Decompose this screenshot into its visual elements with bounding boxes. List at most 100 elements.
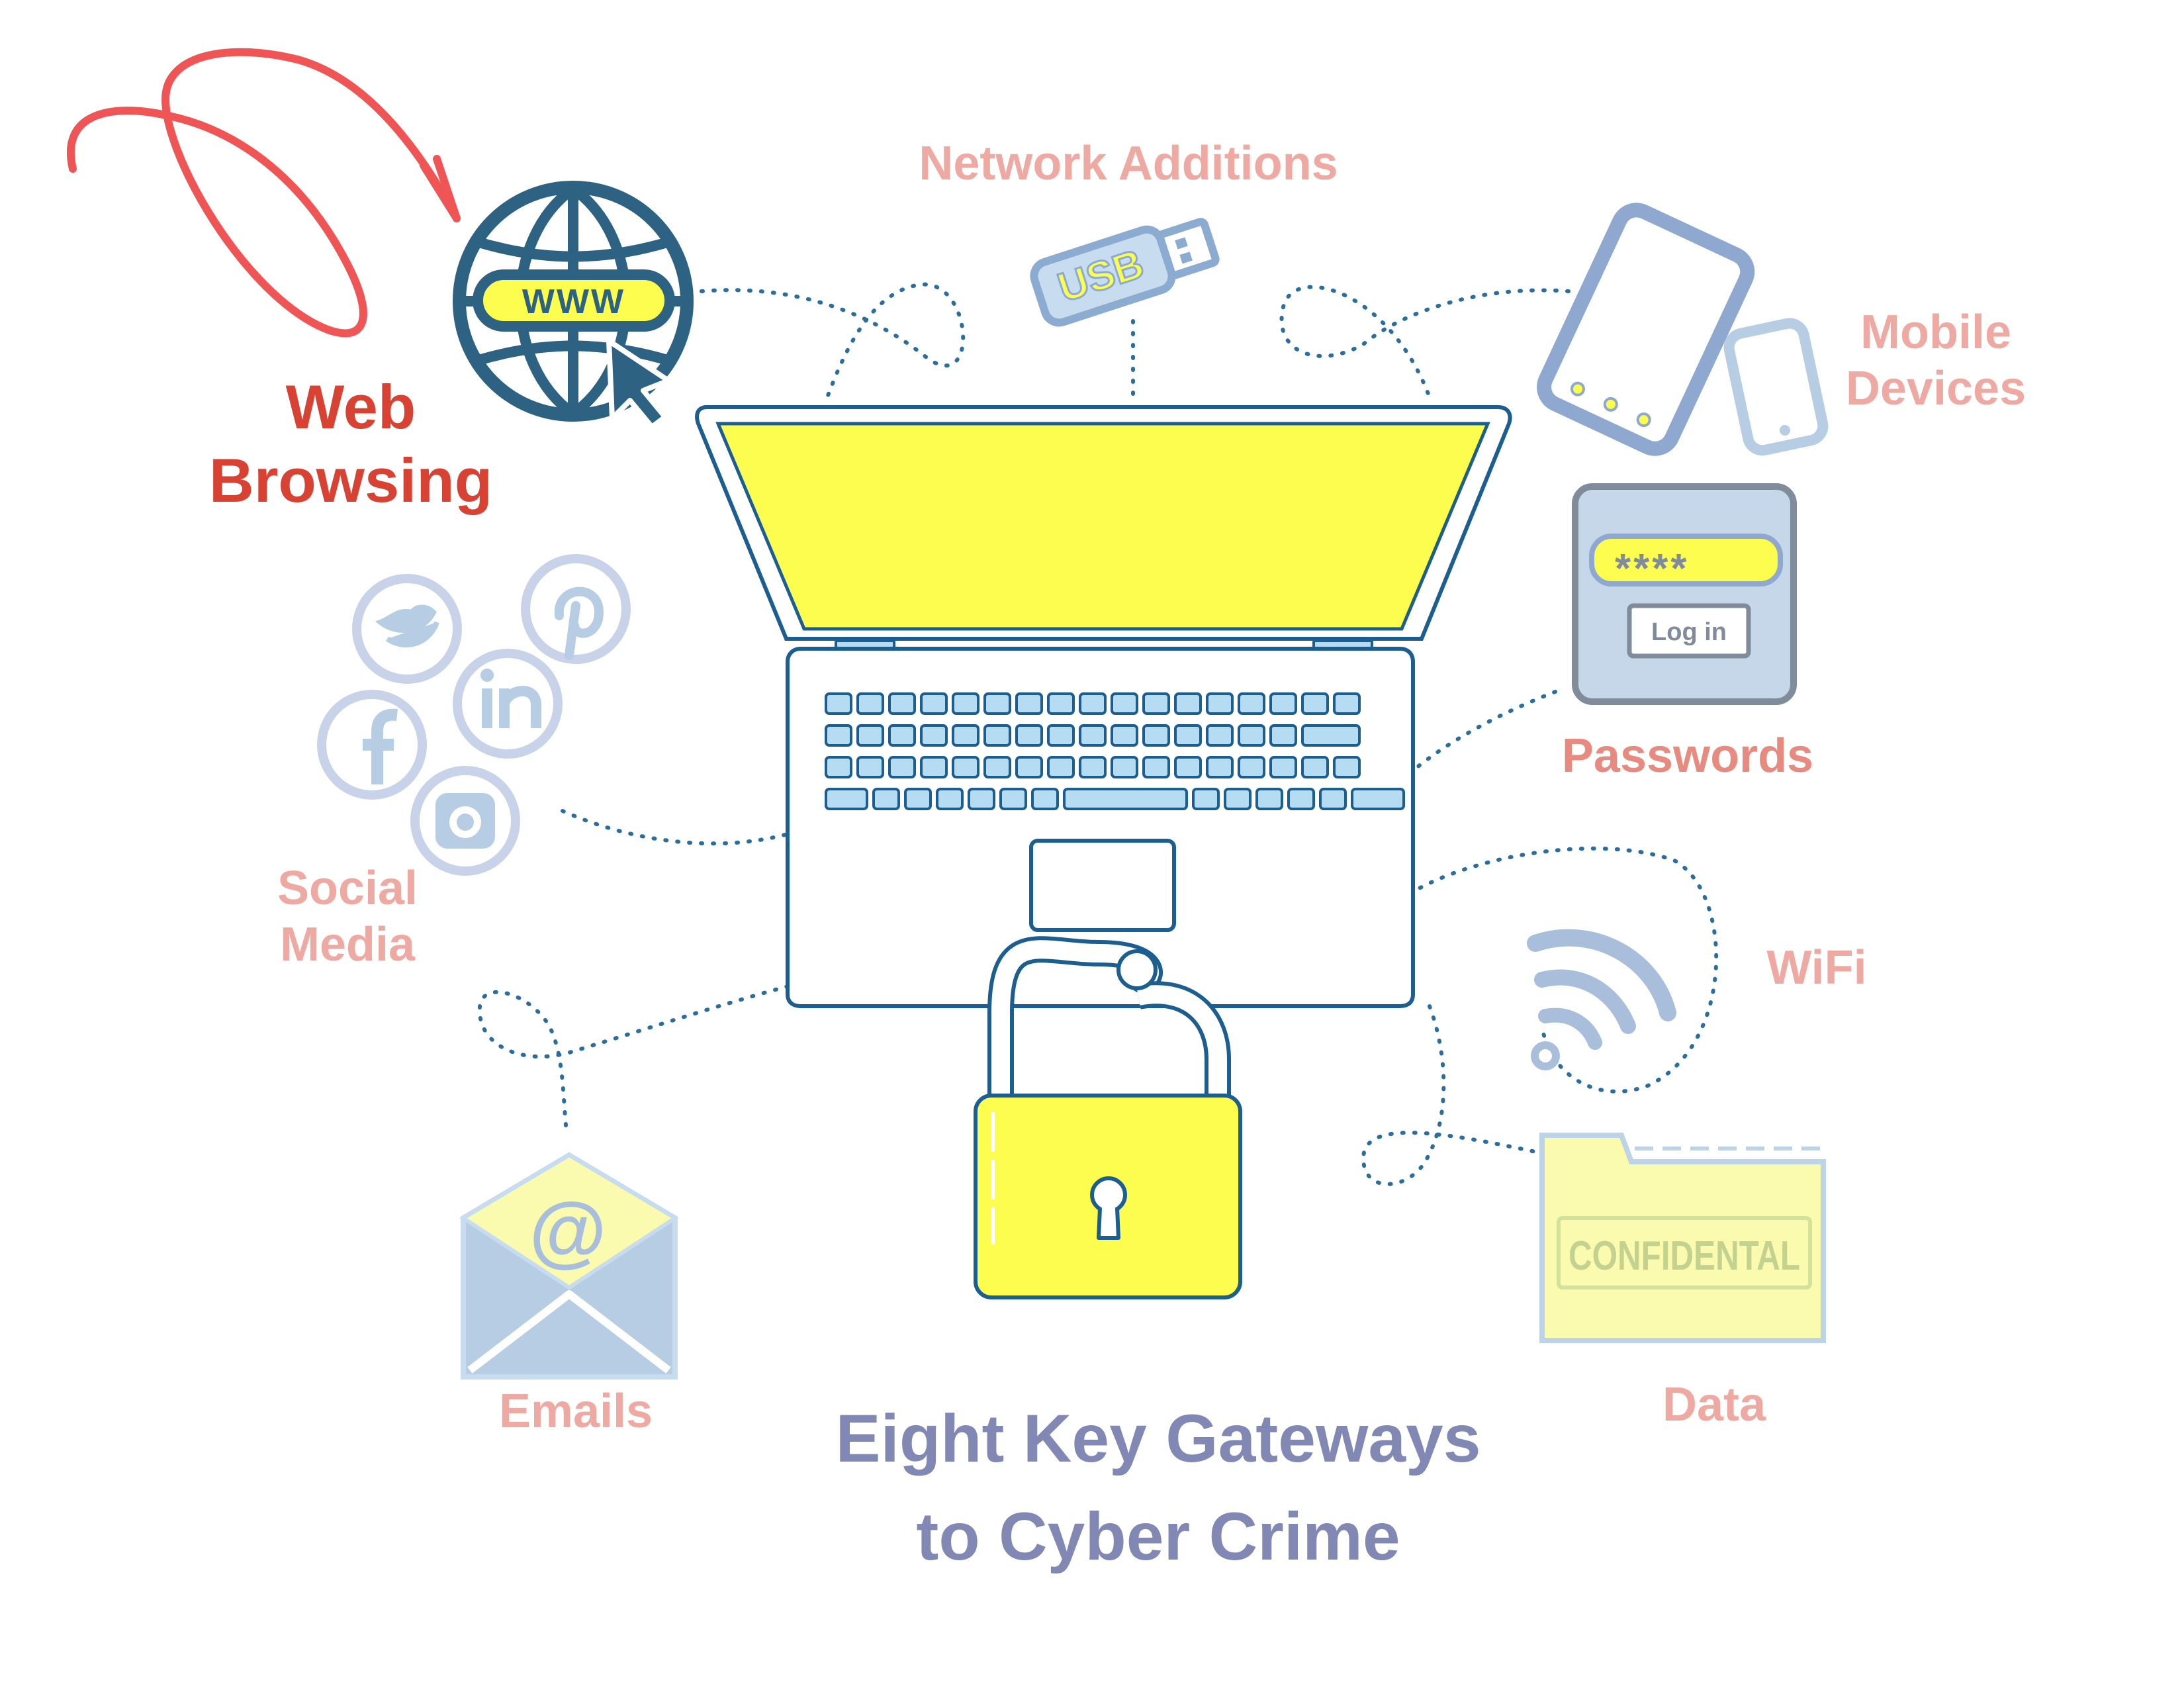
cursor-icon [606,338,671,430]
keyboard-key [936,788,964,810]
label-mobile-devices: Mobile Devices [1827,305,2045,417]
label-emails: Emails [498,1385,653,1438]
login-text: Log in [1651,618,1727,646]
keyboard-key [1079,692,1107,715]
connector-data [1361,1004,1537,1186]
keyboard-key [1351,788,1405,810]
keyboard-key [1174,692,1202,715]
keyboard-key [952,724,979,747]
label-web-line1: Web [285,372,416,442]
keyboard-key [1174,724,1202,747]
keyboard-key [1269,692,1297,715]
label-social-line1: Social [277,862,418,915]
connector-lines [477,282,1719,1186]
keyboard-key [1238,756,1265,778]
keyboard-key [1142,724,1170,747]
twitter-icon [352,574,462,684]
folder-icon: CONFIDENTAL [1539,1133,1826,1343]
keyboard-key [1142,756,1170,778]
envelope-icon: @ [459,1152,679,1380]
label-social-line2: Media [279,917,416,971]
social-icons [317,554,631,876]
keyboard-key [856,724,884,747]
keyboard-key [904,788,932,810]
connector-social [561,809,790,846]
label-network-additions: Network Additions [919,137,1338,190]
label-data: Data [1662,1378,1766,1431]
keyboard-key [983,724,1011,747]
keyboard-key [888,756,916,778]
laptop-icon [695,405,1512,1008]
keyboard-key [1079,756,1107,778]
keyboard-key [1269,756,1297,778]
highlight-arrow [66,48,461,338]
wifi-icon [1527,929,1676,1070]
keyboard-key [983,692,1011,715]
keyboard-key [1047,724,1075,747]
login-form-icon: **** Log in [1572,483,1797,705]
padlock-icon [974,936,1242,1299]
label-passwords: Passwords [1561,729,1814,782]
keyboard-key [920,756,948,778]
keyboard-key [1015,756,1043,778]
connector-passwords [1414,690,1557,770]
label-web-line2: Browsing [208,445,493,515]
keyboard-key [952,756,979,778]
keyboard-key [1079,724,1107,747]
keyboard-key [1269,724,1297,747]
keyboard-key [1333,756,1361,778]
keyboard-key [1206,724,1234,747]
keyboard-key [920,724,948,747]
keyboard-key [1301,756,1329,778]
keyboard-key [1142,692,1170,715]
laptop-screen [715,422,1490,631]
connector-mobile [1279,285,1570,399]
keyboard-key [1031,788,1059,810]
keyboard-key [1333,692,1361,715]
keyboard-key [825,788,868,810]
label-mobile-line1: Mobile [1860,306,2011,359]
tablet-phone-icon [1537,203,1829,456]
keyboard-key [1111,756,1138,778]
label-social-media: Social Media [248,861,447,973]
keyboard-key [1255,788,1283,810]
pinterest-icon [521,554,631,664]
facebook-icon [317,690,427,800]
linkedin-icon [453,649,563,759]
keyboard-key [1224,788,1251,810]
keyboard-key [1301,724,1361,747]
keyboard-key [1206,692,1234,715]
confidential-text: CONFIDENTAL [1569,1233,1800,1279]
title-line2: to Cyber Crime [916,1498,1400,1574]
keyboard-key [1238,692,1265,715]
keyboard-key [1015,692,1043,715]
keyboard-key [1111,692,1138,715]
keyboard-key [999,788,1027,810]
password-mask: **** [1615,546,1690,592]
www-text: WWW [522,283,625,321]
keyboard-key [1047,756,1075,778]
diagram-title: Eight Key Gateways to Cyber Crime [761,1390,1555,1586]
keyboard-key [1047,692,1075,715]
keyboard-key [856,692,884,715]
keyboard-key [1111,724,1138,747]
keyboard-key [983,756,1011,778]
keyboard-key [872,788,900,810]
laptop-keyboard [825,692,1405,810]
label-wifi: WiFi [1766,941,1867,994]
keyboard-key [1015,724,1043,747]
keyboard-key [1174,756,1202,778]
title-line1: Eight Key Gateways [835,1401,1481,1476]
usb-drive-icon: USB [1030,218,1220,327]
keyboard-key [1206,756,1234,778]
label-mobile-line2: Devices [1845,361,2026,415]
keyboard-key [920,692,948,715]
label-web-browsing: Web Browsing [185,371,516,518]
at-sign-text: @ [529,1186,606,1275]
keyboard-key [952,692,979,715]
connector-emails [477,984,790,1127]
keyboard-key [1238,724,1265,747]
keyboard-key [968,788,995,810]
keyboard-key [825,692,852,715]
